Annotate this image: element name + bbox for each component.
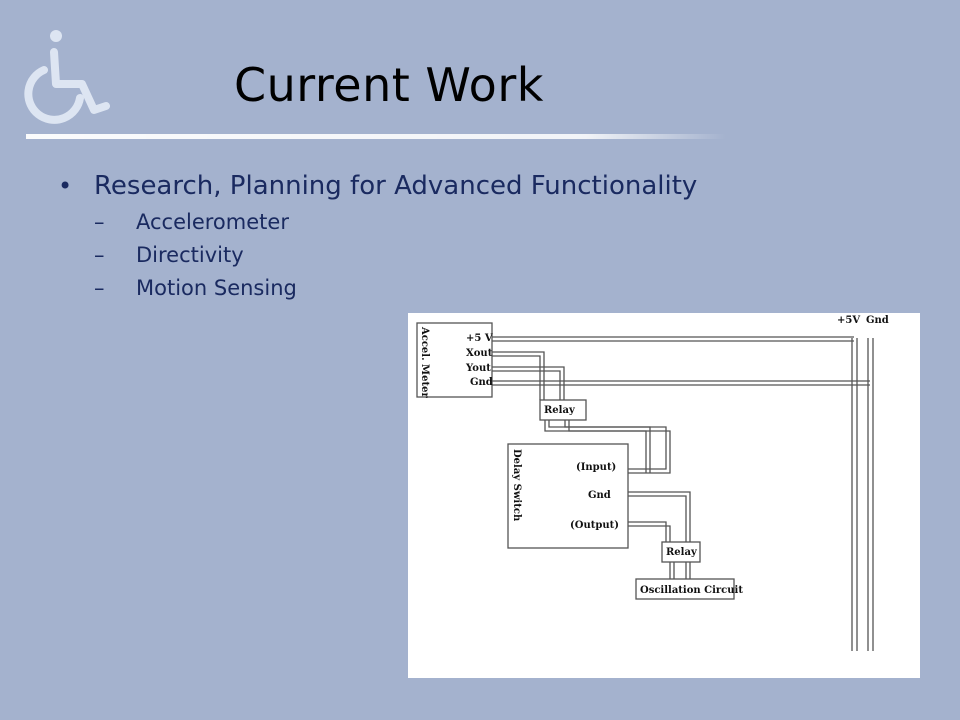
rail-label-gnd: Gnd (866, 315, 889, 326)
wheelchair-accessibility-icon (24, 30, 110, 124)
bullet-item: Research, Planning for Advanced Function… (58, 168, 697, 305)
sub-bullet-item: Directivity (94, 239, 697, 272)
oscillation-circuit-box (635, 578, 735, 600)
relay-label: Relay (544, 405, 576, 416)
accel-pin-label: Xout (466, 348, 493, 359)
delay-pin-label: (Output) (570, 520, 619, 531)
accel-pin-label: +5 V (466, 333, 493, 344)
delay-switch-label: Delay Switch (511, 449, 522, 522)
accel-meter-box (416, 322, 493, 398)
sub-bullet-item: Motion Sensing (94, 272, 697, 305)
rail-5v (851, 338, 858, 651)
delay-pin-label: Gnd (588, 490, 611, 501)
delay-pin-label: (Input) (576, 462, 616, 473)
accel-meter-label: Accel. Meter (419, 326, 430, 398)
relay-label: Relay (666, 547, 698, 558)
title-divider (26, 134, 726, 139)
relay-box (661, 541, 701, 563)
slide-title: Current Work (234, 58, 544, 112)
circuit-diagram: +5V Gnd Accel. Meter +5 V Xout Yout Gnd … (408, 313, 920, 678)
accel-pin-label: Yout (465, 363, 491, 374)
bullet-text: Research, Planning for Advanced Function… (94, 171, 698, 201)
delay-switch-box (507, 443, 629, 549)
oscillation-circuit-label: Oscillation Circuit (640, 585, 743, 596)
sub-bullet-item: Accelerometer (94, 206, 697, 239)
rail-gnd (867, 338, 874, 651)
relay-box (539, 399, 587, 421)
accel-pin-label: Gnd (470, 377, 493, 388)
rail-label-5v: +5V (837, 315, 860, 326)
sub-bullet-list: Accelerometer Directivity Motion Sensing (94, 206, 697, 305)
bullet-list: Research, Planning for Advanced Function… (58, 168, 697, 305)
